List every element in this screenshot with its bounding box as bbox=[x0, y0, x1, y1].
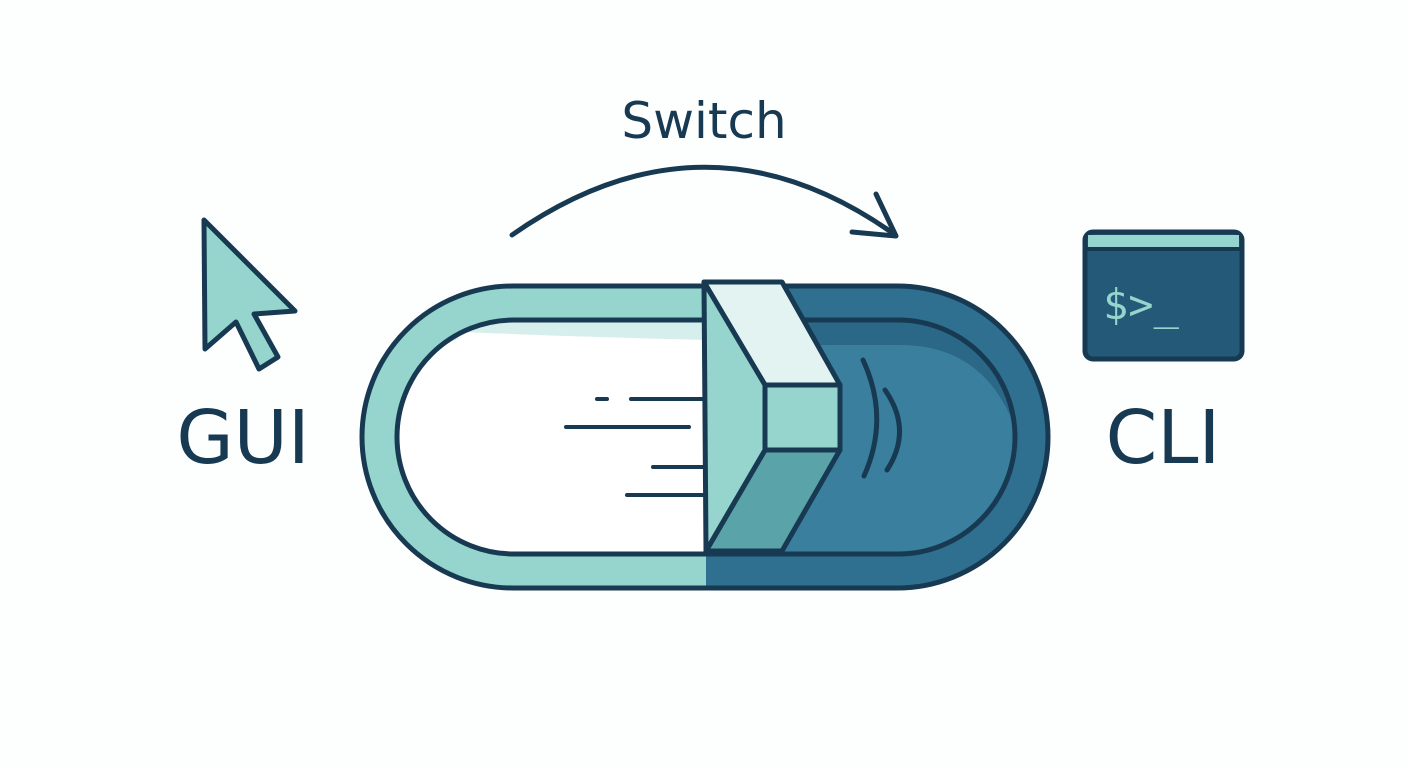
switch-sound-arcs bbox=[860, 357, 902, 479]
terminal-window-icon: $>_ bbox=[1082, 229, 1245, 362]
toggle-switch bbox=[359, 279, 1051, 591]
cli-label: CLI bbox=[1106, 395, 1221, 481]
curved-arrow-icon bbox=[509, 164, 899, 239]
switch-knob bbox=[701, 279, 843, 554]
switch-label: Switch bbox=[621, 92, 786, 150]
mouse-pointer-icon bbox=[201, 217, 298, 372]
terminal-prompt: $>_ bbox=[1103, 280, 1180, 329]
gui-label: GUI bbox=[176, 395, 309, 481]
